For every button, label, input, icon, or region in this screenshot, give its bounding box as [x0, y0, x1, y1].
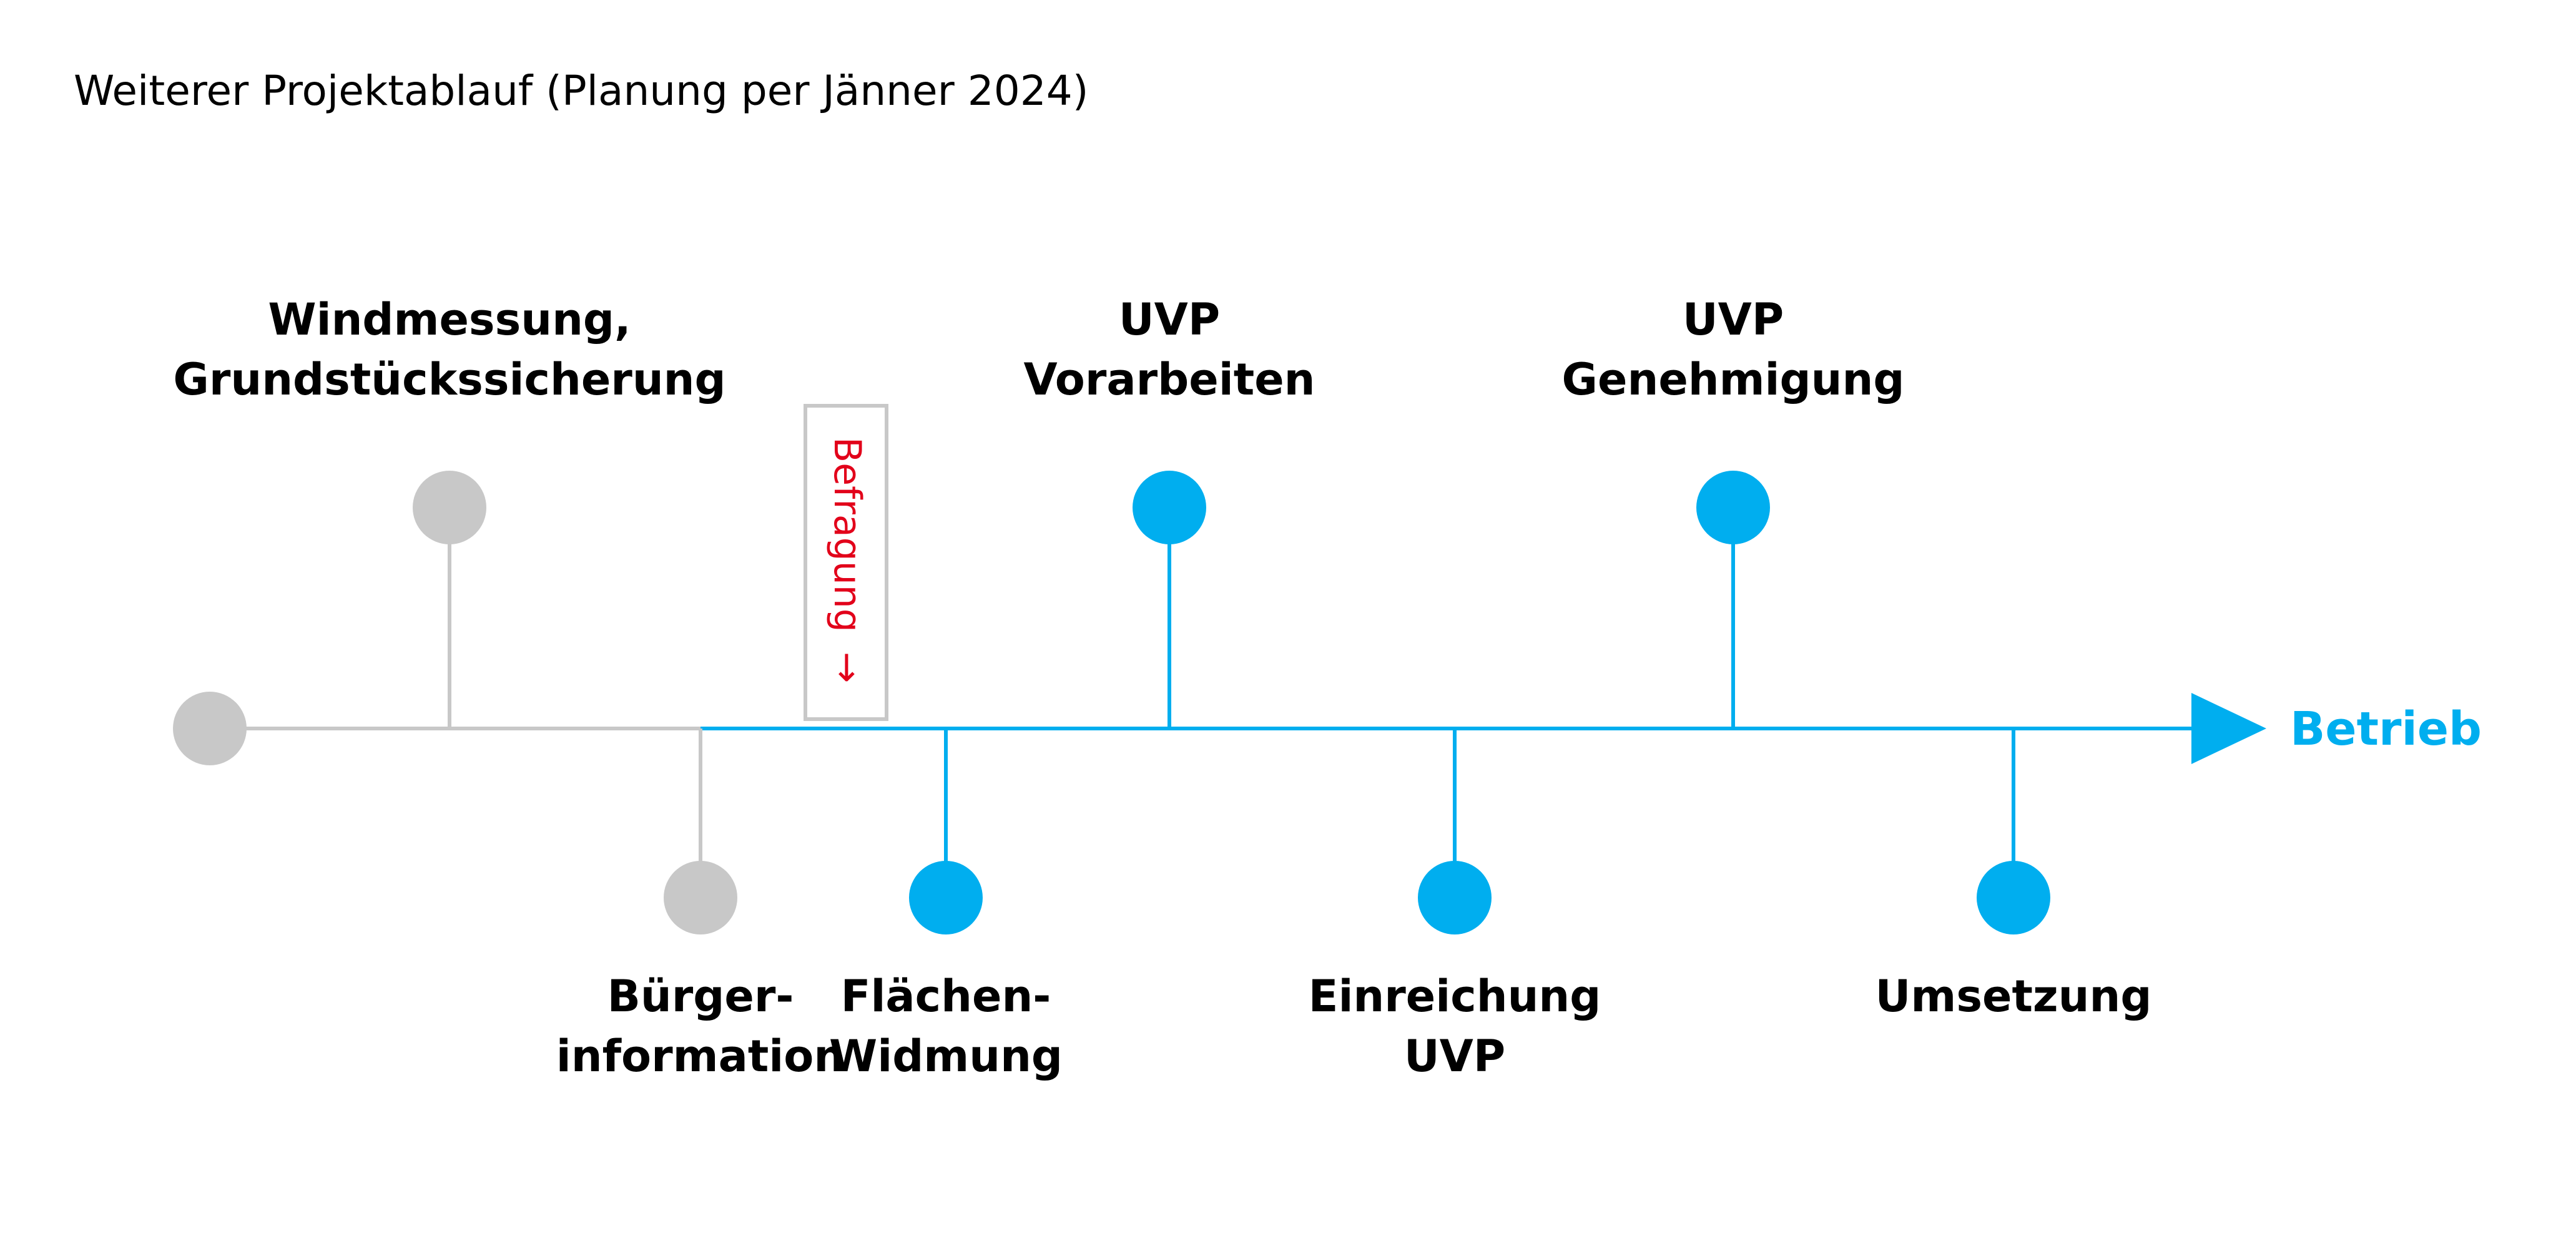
milestone-label-line: Vorarbeiten — [1023, 354, 1315, 405]
survey-marker-label: Befragung → — [825, 437, 869, 683]
milestone-dot — [1133, 471, 1206, 544]
milestone-dot — [173, 692, 247, 765]
milestone-label: Bürger-information — [556, 971, 845, 1082]
milestone-label-line: Grundstückssicherung — [173, 354, 725, 405]
milestone-label: UVP Genehmigung — [1562, 294, 1905, 405]
survey-marker: Befragung → — [804, 404, 888, 721]
milestone: UVP Genehmigung — [1562, 294, 1905, 728]
milestone-label: Umsetzung — [1875, 971, 2152, 1022]
milestone-label-line: Windmessung, — [268, 294, 631, 345]
milestone-dot — [1977, 861, 2050, 934]
milestone-label-line: Genehmigung — [1562, 354, 1905, 405]
milestone-label-line: UVP — [1404, 1031, 1505, 1082]
survey-marker-text: Befragung — [825, 437, 869, 632]
arrow-right-icon: → — [825, 652, 869, 683]
end-label: Betrieb — [2290, 702, 2482, 756]
survey-marker-box — [804, 404, 888, 721]
milestone-label-line: information — [556, 1031, 845, 1082]
milestone: Flächen- Widmung — [829, 728, 1063, 1082]
milestone-label-line: UVP — [1119, 294, 1220, 345]
milestone-dot — [664, 861, 737, 934]
milestone-label: Flächen- Widmung — [829, 971, 1063, 1082]
milestone-dot — [909, 861, 983, 934]
diagram-title: Weiterer Projektablauf (Planung per Jänn… — [74, 67, 1088, 115]
milestone-label-line: Umsetzung — [1875, 971, 2152, 1022]
timeline-arrowhead — [2191, 693, 2266, 764]
milestone-label-line: Bürger- — [607, 971, 794, 1022]
milestone-dot — [413, 471, 486, 544]
milestone-label-line: Flächen- — [841, 971, 1051, 1022]
milestone-label: UVP Vorarbeiten — [1023, 294, 1315, 405]
milestones: Windmessung, GrundstückssicherungBürger-i… — [173, 294, 2151, 1082]
milestone: Windmessung, Grundstückssicherung — [173, 294, 726, 728]
milestone: UVP Vorarbeiten — [1023, 294, 1315, 728]
milestone-dot — [1696, 471, 1770, 544]
milestone: Bürger-information — [556, 728, 845, 1082]
milestone-dot — [1418, 861, 1492, 934]
milestone-label: Windmessung, Grundstückssicherung — [173, 294, 725, 405]
milestone — [173, 692, 247, 765]
milestone-label-line: UVP — [1683, 294, 1784, 345]
milestone-label-line: Einreichung — [1309, 971, 1601, 1022]
milestone: Umsetzung — [1875, 728, 2152, 1022]
milestone-label-line: Widmung — [829, 1031, 1063, 1082]
